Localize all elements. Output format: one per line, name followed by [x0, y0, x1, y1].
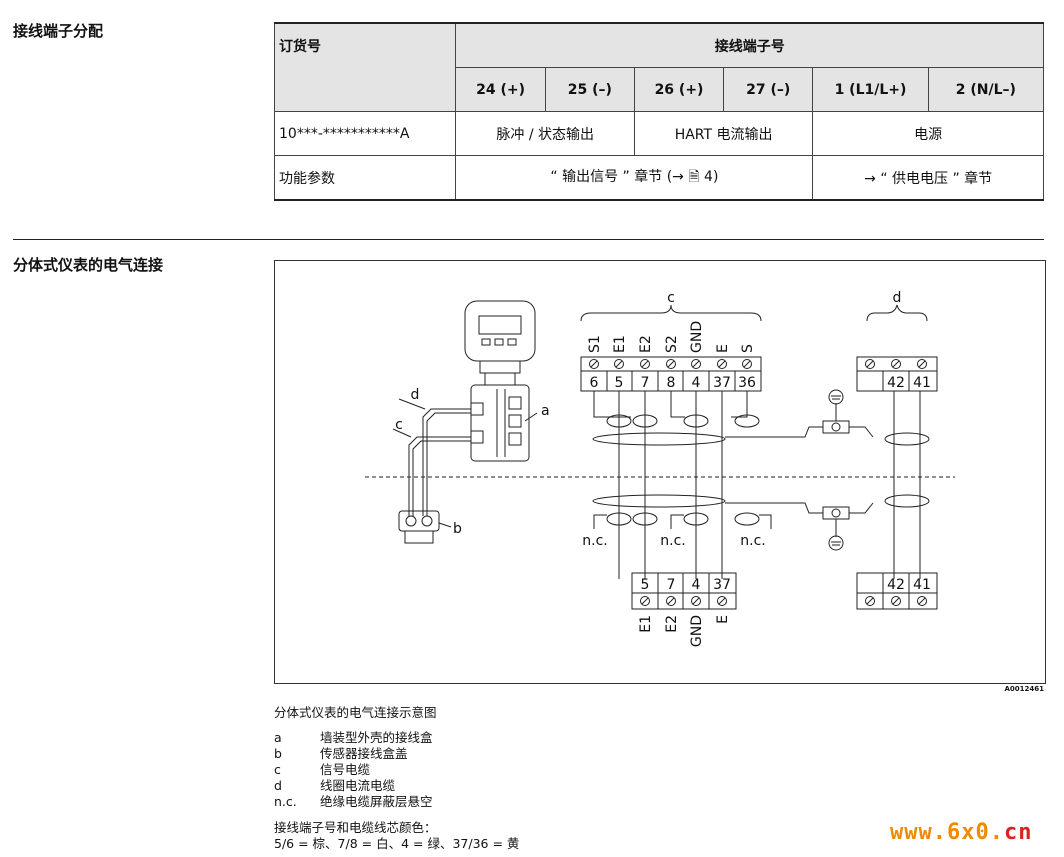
label-b: b: [453, 521, 462, 537]
coil-terminal-block-top: [856, 356, 938, 392]
signal-cable-line: [408, 436, 471, 516]
legend-item: b 传感器接线盒盖: [274, 746, 433, 762]
wall-mount-junction-box: [470, 384, 530, 462]
nc-label-right: n.c.: [740, 533, 765, 549]
legend-text: 线圈电流电缆: [320, 778, 396, 793]
legend-key: b: [274, 746, 282, 761]
legend-item: c 信号电缆: [274, 762, 433, 778]
top-term-num-6: 6: [590, 375, 599, 391]
top-term-num-7: 7: [641, 375, 650, 391]
top-term-num-4: 4: [692, 375, 701, 391]
bottom-term-name-e1: E1: [638, 615, 654, 633]
bottom-term-name-gnd: GND: [689, 615, 705, 647]
top-term-num-36: 36: [738, 375, 756, 391]
wiring-diagram: c d d c a b S1 E1 E2 S2 GND E S 6 5 7 8 …: [274, 260, 1046, 684]
header-order-code: 订货号: [273, 22, 457, 112]
bottom-term-name-e2: E2: [664, 615, 680, 633]
wiring-diagram-svg: c d d c a b S1 E1 E2 S2 GND E S 6 5 7 8 …: [365, 290, 955, 647]
label-d-cable: d: [411, 387, 420, 403]
bottom-term-num-7: 7: [667, 577, 676, 593]
label-d-coil: d: [893, 290, 902, 306]
terminal-2: 2 (N/L–): [927, 67, 1045, 112]
transmitter-housing: [464, 300, 536, 362]
terminal-26: 26 (+): [633, 67, 725, 112]
coil-bottom-num-41: 41: [913, 577, 931, 593]
bottom-term-name-e: E: [715, 615, 731, 624]
legend-item: d 线圈电流电缆: [274, 778, 433, 794]
top-term-name-s1: S1: [587, 335, 603, 353]
label-a: a: [541, 403, 550, 419]
top-term-name-e1: E1: [612, 335, 628, 353]
label-c: c: [667, 290, 675, 306]
color-note-title: 接线端子号和电缆线芯颜色：: [274, 820, 437, 835]
terminal-27: 27 (–): [723, 67, 814, 112]
label-c-cable: c: [395, 417, 403, 433]
legend-key: d: [274, 778, 282, 793]
terminal-1: 1 (L1/L+): [812, 67, 929, 112]
color-note: 接线端子号和电缆线芯颜色： 5/6 = 棕、7/8 = 白、4 = 绿、37/3…: [274, 820, 519, 852]
nc-label-middle: n.c.: [660, 533, 685, 549]
legend: a 墙装型外壳的接线盒 b 传感器接线盒盖 c 信号电缆 d 线圈电流电缆 n.c. 绝缘…: [274, 730, 433, 810]
top-term-name-e2: E2: [638, 335, 654, 353]
legend-text: 绝缘电缆屏蔽层悬空: [320, 794, 433, 809]
terminal-25: 25 (–): [544, 67, 635, 112]
output-signal-ref: “ 输出信号 ” 章节 (→ 🗎 4): [455, 155, 814, 201]
signal-terminal-block-bottom: [631, 572, 737, 610]
section-divider: [13, 239, 1044, 240]
hart-current-output: HART 电流输出: [633, 111, 814, 156]
coil-bottom-num-42: 42: [887, 577, 905, 593]
legend-key: n.c.: [274, 794, 297, 809]
header-terminal-number: 接线端子号: [455, 22, 1044, 68]
pulse-status-output: 脉冲 / 状态输出: [455, 111, 635, 156]
top-term-num-5: 5: [615, 375, 624, 391]
legend-text: 信号电缆: [320, 762, 371, 777]
nc-label-left: n.c.: [582, 533, 607, 549]
figure-caption: 分体式仪表的电气连接示意图: [274, 705, 437, 720]
coil-cable-line: [422, 408, 471, 516]
transmitter-display: [478, 315, 522, 335]
top-term-name-s2: S2: [664, 335, 680, 353]
top-term-num-8: 8: [667, 375, 676, 391]
legend-item: n.c. 绝缘电缆屏蔽层悬空: [274, 794, 433, 810]
sensor-junction-box: [398, 510, 440, 532]
coil-top-num-42: 42: [887, 375, 905, 391]
bottom-term-num-4: 4: [692, 577, 701, 593]
color-note-values: 5/6 = 棕、7/8 = 白、4 = 绿、37/36 = 黄: [274, 836, 520, 851]
figure-id: A0012461: [1004, 685, 1044, 693]
top-term-name-e: E: [715, 344, 731, 353]
coil-top-num-41: 41: [913, 375, 931, 391]
terminal-24: 24 (+): [455, 67, 546, 112]
top-term-name-s: S: [740, 344, 756, 353]
power-supply: 电源: [812, 111, 1044, 156]
coil-terminal-block-bottom: [856, 572, 938, 610]
legend-key: a: [274, 730, 282, 745]
order-code-value: 10***-***********A: [273, 111, 457, 156]
top-term-name-gnd: GND: [689, 321, 705, 353]
legend-key: c: [274, 762, 281, 777]
terminal-assignment-table: 订货号 接线端子号 24 (+) 25 (–) 26 (+) 27 (–) 1 …: [273, 22, 1045, 201]
top-term-num-37: 37: [713, 375, 731, 391]
watermark-main: www.6x0.: [890, 820, 1004, 845]
legend-text: 墙装型外壳的接线盒: [320, 730, 433, 745]
section-title-terminal-assignment: 接线端子分配: [13, 22, 104, 40]
legend-text: 传感器接线盒盖: [320, 746, 408, 761]
watermark: www.6x0.cn: [890, 820, 1032, 845]
legend-item: a 墙装型外壳的接线盒: [274, 730, 433, 746]
bottom-term-num-37: 37: [713, 577, 731, 593]
watermark-tld: cn: [1003, 820, 1033, 845]
function-params-label: 功能参数: [273, 155, 457, 201]
section-title-remote-connection: 分体式仪表的电气连接: [13, 256, 164, 274]
bottom-term-num-5: 5: [641, 577, 650, 593]
supply-voltage-ref: → “ 供电电压 ” 章节: [812, 155, 1044, 201]
